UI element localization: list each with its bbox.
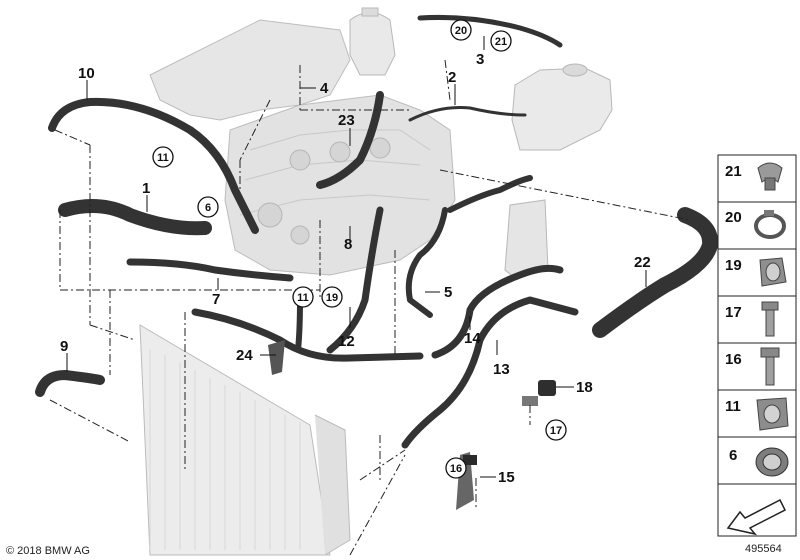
hoses <box>35 14 719 449</box>
label-12: 12 <box>338 333 355 350</box>
legend-label-21: 21 <box>725 163 742 180</box>
legend-label-19: 19 <box>725 257 742 274</box>
label-24: 24 <box>236 347 253 364</box>
legend-label-6: 6 <box>729 447 737 464</box>
copyright-text: © 2018 BMW AG <box>6 545 90 557</box>
label-7: 7 <box>212 291 220 308</box>
svg-text:11: 11 <box>157 152 169 164</box>
legend-label-20: 20 <box>725 209 742 226</box>
label-9: 9 <box>60 338 68 355</box>
label-18: 18 <box>576 379 593 396</box>
bolt-17-icon <box>761 301 779 337</box>
clamp-19-icon <box>759 257 787 287</box>
part-number-labels: 10 1 2 3 4 5 7 8 9 12 13 14 15 18 22 23 <box>60 36 651 486</box>
label-2: 2 <box>448 69 456 86</box>
label-8: 8 <box>344 236 352 253</box>
legend-label-11: 11 <box>725 398 741 415</box>
hose-clamp-ring-icon <box>754 210 786 239</box>
circled-label-6: 6 <box>197 196 219 218</box>
label-5: 5 <box>444 284 452 301</box>
circled-label-16: 16 <box>445 457 467 479</box>
leader-lines <box>49 59 691 556</box>
label-10: 10 <box>78 65 95 82</box>
engine-block <box>149 19 456 276</box>
label-1: 1 <box>142 180 150 197</box>
svg-text:17: 17 <box>550 425 562 437</box>
circled-label-11-upper: 11 <box>152 146 174 168</box>
label-4: 4 <box>320 80 329 97</box>
bolt-16-icon <box>760 347 780 386</box>
label-14: 14 <box>464 330 481 347</box>
diagram-id: 495564 <box>745 543 782 555</box>
svg-text:19: 19 <box>326 292 338 304</box>
label-23: 23 <box>338 112 355 129</box>
circled-label-20: 20 <box>450 19 472 41</box>
arrow-icon <box>726 498 787 536</box>
clamp-18 <box>538 380 556 396</box>
circled-label-19: 19 <box>321 286 343 308</box>
label-15: 15 <box>498 469 515 486</box>
legend-label-17: 17 <box>725 304 742 321</box>
svg-text:21: 21 <box>495 36 507 48</box>
auxiliary-reservoir <box>511 63 613 151</box>
label-22: 22 <box>634 254 651 271</box>
circled-labels: 20 21 11 6 11 19 17 16 <box>152 19 567 479</box>
svg-text:11: 11 <box>297 292 309 304</box>
legend-label-16: 16 <box>725 351 742 368</box>
svg-text:20: 20 <box>455 25 467 37</box>
legend-panel: 21 20 19 17 16 11 6 <box>717 154 797 537</box>
radiator <box>139 324 351 556</box>
circled-label-11-lower: 11 <box>292 286 314 308</box>
part-17-small <box>522 396 538 406</box>
circled-label-21: 21 <box>490 30 512 52</box>
label-13: 13 <box>493 361 510 378</box>
svg-text:16: 16 <box>450 463 462 475</box>
spring-clip-icon <box>757 162 783 191</box>
connector-6-icon <box>755 447 789 477</box>
circled-label-17: 17 <box>545 419 567 441</box>
expansion-tank <box>349 7 396 76</box>
label-3: 3 <box>476 51 484 68</box>
retaining-clip-11-icon <box>756 397 789 431</box>
svg-text:6: 6 <box>205 202 211 214</box>
bracket-24 <box>268 340 285 375</box>
